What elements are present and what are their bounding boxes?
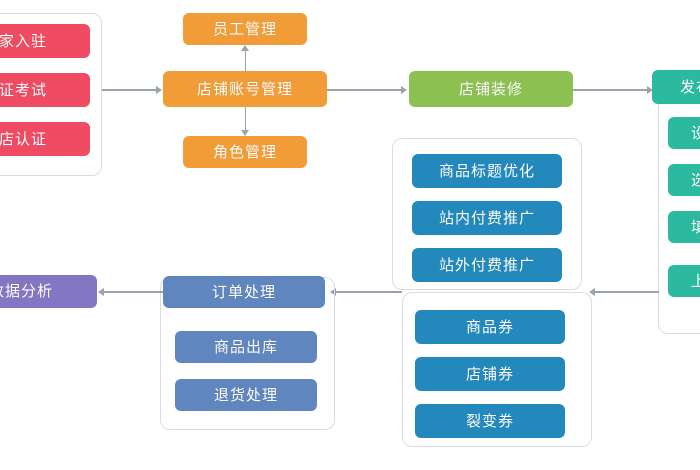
node-label: 角色管理 [212, 142, 277, 161]
group-coupons [402, 292, 592, 447]
node-label: 商品出库 [213, 337, 278, 356]
node-label: 商家入驻 [0, 31, 47, 50]
node-goods-outbound[interactable]: 商品出库 [175, 331, 317, 363]
connector-orders-to-analytics [100, 291, 163, 293]
connector-publish-to-promotion [591, 291, 659, 293]
node-role-management[interactable]: 角色管理 [183, 136, 307, 168]
node-data-analytics[interactable]: 数据分析 [0, 275, 97, 308]
node-label: 开店认证 [0, 129, 47, 148]
node-certification-exam[interactable]: 认证考试 [0, 73, 90, 107]
node-store-coupon[interactable]: 店铺券 [415, 357, 565, 391]
node-label: 店铺装修 [458, 79, 523, 98]
node-label: 数据分析 [0, 282, 53, 300]
arrow-head-account-to-employee [241, 45, 249, 51]
node-store-decoration[interactable]: 店铺装修 [409, 71, 573, 107]
node-select-attributes[interactable]: 选择属性 [668, 164, 700, 196]
node-label: 选择属性 [690, 170, 700, 189]
node-label: 店铺券 [465, 364, 514, 383]
node-order-processing[interactable]: 订单处理 [163, 276, 325, 308]
node-return-processing[interactable]: 退货处理 [175, 379, 317, 411]
arrow-head-decoration-to-publish [647, 85, 653, 94]
node-store-account-management[interactable]: 店铺账号管理 [163, 71, 327, 107]
node-fission-coupon[interactable]: 裂变券 [415, 404, 565, 438]
arrow-head-account-to-decoration [401, 85, 407, 94]
arrow-head-onboarding-to-account [156, 85, 162, 94]
node-offsite-paid-promotion[interactable]: 站外付费推广 [412, 248, 562, 282]
node-label: 商品标题优化 [438, 161, 535, 180]
node-title-optimization[interactable]: 商品标题优化 [412, 154, 562, 188]
node-merchant-onboarding[interactable]: 商家入驻 [0, 24, 90, 58]
node-label: 发布商品 [679, 77, 700, 96]
node-publish-product[interactable]: 发布商品 [652, 70, 700, 104]
node-label: 裂变券 [465, 411, 514, 430]
connector-onboarding-to-account [102, 89, 158, 91]
node-upload-images[interactable]: 上传图片 [668, 265, 700, 297]
node-store-certification[interactable]: 开店认证 [0, 122, 90, 156]
connector-account-to-employee [244, 51, 246, 71]
node-label: 店铺账号管理 [196, 79, 293, 98]
node-set-category[interactable]: 设置类目 [668, 117, 700, 149]
node-product-coupon[interactable]: 商品券 [415, 310, 565, 344]
group-onboarding [0, 13, 102, 176]
arrow-head-promotion-to-orders [330, 287, 336, 296]
node-label: 设置类目 [690, 123, 700, 142]
node-label: 站内付费推广 [438, 208, 535, 227]
node-label: 员工管理 [212, 19, 277, 38]
node-label: 上传图片 [690, 271, 700, 290]
node-label: 填写信息 [690, 217, 700, 236]
node-fill-information[interactable]: 填写信息 [668, 211, 700, 243]
node-label: 订单处理 [211, 282, 276, 301]
node-label: 站外付费推广 [438, 255, 535, 274]
arrow-head-publish-to-promotion [589, 287, 595, 296]
connector-decoration-to-publish [573, 89, 649, 91]
arrow-head-account-to-role [241, 130, 249, 136]
node-onsite-paid-promotion[interactable]: 站内付费推广 [412, 201, 562, 235]
arrow-head-orders-to-analytics [98, 287, 104, 296]
connector-promotion-to-orders [332, 291, 402, 293]
node-label: 商品券 [465, 317, 514, 336]
connector-account-to-role [244, 107, 246, 130]
node-label: 认证考试 [0, 80, 47, 99]
node-label: 退货处理 [213, 385, 278, 404]
group-promotion [392, 138, 582, 290]
connector-account-to-decoration [327, 89, 403, 91]
node-employee-management[interactable]: 员工管理 [183, 13, 307, 45]
